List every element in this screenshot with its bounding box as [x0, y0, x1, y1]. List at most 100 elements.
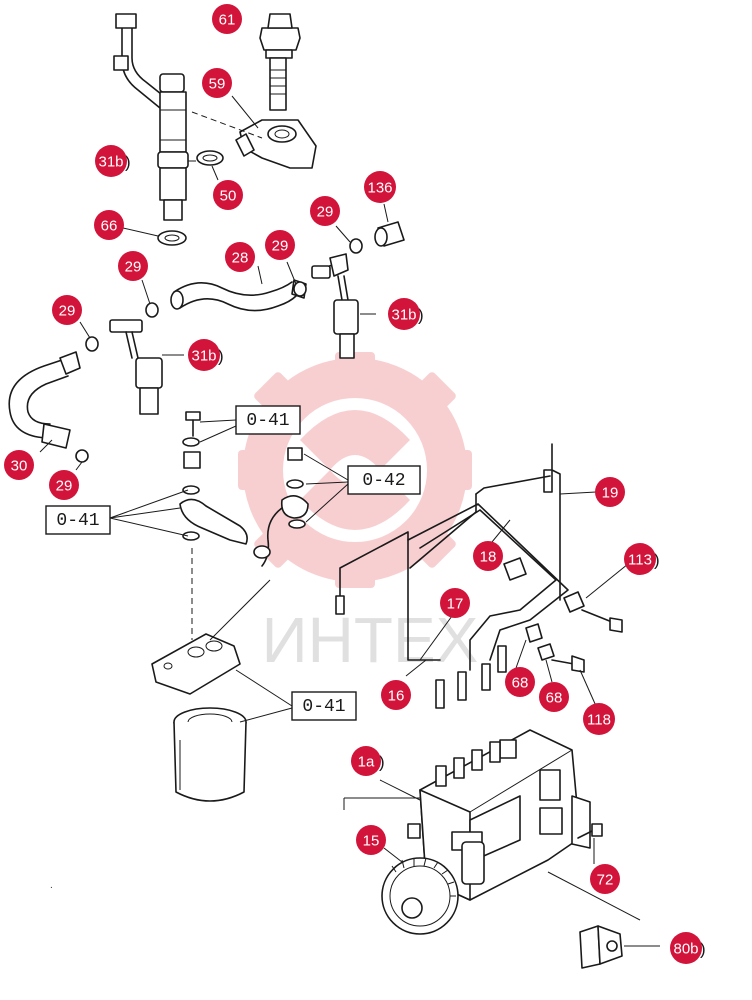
- callout-badge: [213, 180, 243, 210]
- return-hose-28: [170, 279, 307, 312]
- callout-label: 29: [317, 204, 334, 221]
- callout-label: 28: [232, 250, 249, 267]
- callout-29-d[interactable]: 29: [52, 295, 82, 325]
- callout-label: 30: [11, 458, 28, 475]
- injector-top: [113, 13, 189, 221]
- bolts-113-118: [537, 609, 623, 673]
- callout-badge: [381, 680, 411, 710]
- callout-label: 118: [587, 712, 611, 729]
- callout-label: 29: [125, 259, 142, 276]
- callout-label: 31b: [391, 307, 416, 324]
- callout-badge: [364, 171, 396, 203]
- callout-badge: [440, 588, 470, 618]
- callout-suffix: ): [700, 940, 706, 959]
- callout-136[interactable]: 136: [364, 171, 396, 203]
- callout-label: 68: [512, 675, 529, 692]
- callout-29-c[interactable]: 29: [118, 251, 148, 281]
- clip-29-set: [75, 238, 363, 463]
- reference-box-top[interactable]: 0-41: [235, 405, 301, 435]
- banjo-fittings: [179, 411, 309, 567]
- callout-16[interactable]: 16: [381, 680, 411, 710]
- fuel-filter: [173, 707, 247, 802]
- callout-18[interactable]: 18: [473, 541, 503, 571]
- callout-badge: [52, 295, 82, 325]
- callout-badge: [118, 251, 148, 281]
- washer-50: [196, 150, 224, 166]
- callout-badge: [4, 450, 34, 480]
- callout-badge: [225, 242, 255, 272]
- clamp-59: [235, 119, 317, 169]
- callout-28[interactable]: 28: [225, 242, 255, 272]
- callout-19[interactable]: 19: [595, 477, 625, 507]
- callout-suffix: ): [218, 347, 224, 366]
- callout-label: 18: [480, 549, 497, 566]
- callout-15[interactable]: 15: [356, 825, 386, 855]
- callout-label: 17: [447, 596, 464, 613]
- callout-80b[interactable]: )80b: [670, 932, 706, 964]
- reference-box-filter[interactable]: 0-41: [291, 691, 357, 721]
- filter-head: [151, 633, 241, 695]
- callout-61[interactable]: 61: [212, 4, 242, 34]
- callout-17[interactable]: 17: [440, 588, 470, 618]
- callout-label: 80b: [673, 941, 698, 958]
- callout-68-b[interactable]: 68: [539, 682, 569, 712]
- svg-text:0-41: 0-41: [302, 697, 345, 717]
- callout-30[interactable]: 30: [4, 450, 34, 480]
- callout-badge: [624, 543, 656, 575]
- callout-1a[interactable]: )1a: [351, 746, 385, 776]
- gasket-66: [157, 230, 187, 246]
- callout-31b-b[interactable]: )31b: [388, 298, 424, 330]
- callout-label: 66: [101, 218, 118, 235]
- callout-29-e[interactable]: 29: [49, 470, 79, 500]
- leader-lines: [39, 95, 660, 947]
- callout-badge: [539, 682, 569, 712]
- leak-hose-30: [8, 351, 81, 449]
- callout-badge: [188, 339, 220, 371]
- callout-badge: [95, 145, 127, 177]
- callout-label: 59: [209, 76, 226, 93]
- callout-72[interactable]: 72: [590, 864, 620, 894]
- reference-box-left[interactable]: 0-41: [45, 505, 111, 535]
- callout-59[interactable]: 59: [202, 68, 232, 98]
- callout-50[interactable]: 50: [213, 180, 243, 210]
- callout-113[interactable]: )113: [624, 543, 660, 575]
- callout-badge: [212, 4, 242, 34]
- callout-badge: [49, 470, 79, 500]
- callout-suffix: ): [654, 551, 660, 570]
- callout-66[interactable]: 66: [94, 210, 124, 240]
- sleeve-136: [374, 221, 405, 247]
- callout-badge: [583, 703, 615, 735]
- callout-badge: [590, 864, 620, 894]
- svg-text:0-41: 0-41: [246, 411, 289, 431]
- callout-suffix: ): [125, 153, 131, 172]
- bracket-80b: [579, 925, 623, 969]
- stray-dot: .: [50, 880, 53, 891]
- injection-pipes: [335, 443, 585, 709]
- watermark-text: ИНТЕХ: [262, 604, 479, 676]
- callout-label: 1a: [358, 754, 375, 771]
- callout-label: 113: [628, 552, 652, 569]
- callout-label: 19: [602, 485, 619, 502]
- callout-29-a[interactable]: 29: [310, 196, 340, 226]
- callout-29-b[interactable]: 29: [265, 230, 295, 260]
- bolt-61: [259, 13, 301, 111]
- callout-31b-a[interactable]: )31b: [95, 145, 131, 177]
- callout-badge: [505, 667, 535, 697]
- callout-badge: [202, 68, 232, 98]
- callout-badge: [351, 746, 381, 776]
- callout-badge: [356, 825, 386, 855]
- callout-31b-c[interactable]: )31b: [188, 339, 224, 371]
- callout-68-a[interactable]: 68: [505, 667, 535, 697]
- callout-118[interactable]: 118: [583, 703, 615, 735]
- injector-left: [109, 319, 163, 415]
- reference-box-right[interactable]: 0-42: [347, 465, 421, 495]
- callout-badge: [595, 477, 625, 507]
- callout-label: 72: [597, 872, 614, 889]
- callout-badge: [388, 298, 420, 330]
- callout-label: 31b: [98, 154, 123, 171]
- callout-label: 61: [219, 12, 236, 29]
- svg-text:0-42: 0-42: [362, 471, 405, 491]
